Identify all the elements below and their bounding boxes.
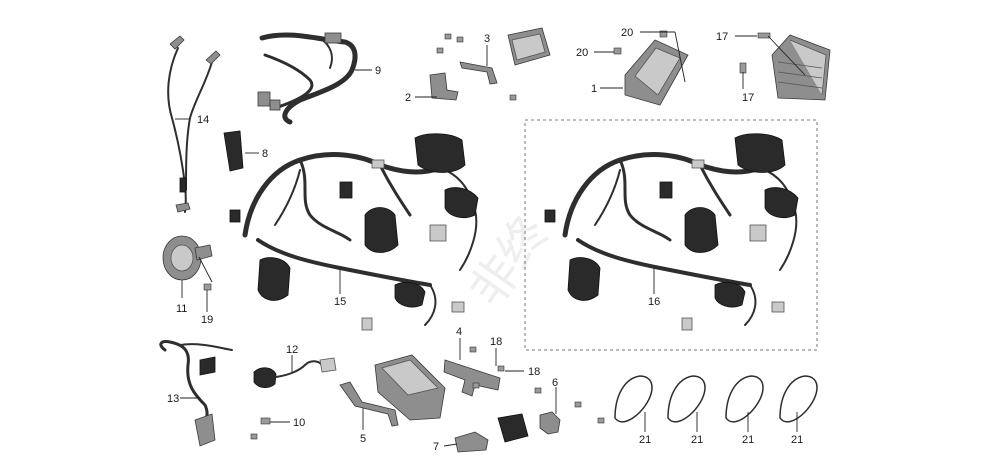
callout-3: 3 [484,33,490,45]
part-13-illustration [159,340,233,447]
part-8-illustration [223,130,244,172]
callout-21-a: 21 [639,434,651,446]
part-7-illustration [454,431,489,453]
part-5-illustration [339,381,399,427]
harness-16-dashed-box [524,119,818,351]
part-16-illustration [544,133,799,331]
part-12-illustration [253,357,337,388]
part-14-illustration [167,35,221,213]
callout-19: 19 [201,314,213,326]
callout-20-upper: 20 [621,27,633,39]
callout-1: 1 [591,83,597,95]
callout-8: 8 [262,148,268,160]
callout-9: 9 [375,65,381,77]
callout-17-lower: 17 [742,92,754,104]
callout-16: 16 [648,296,660,308]
part-21-ties [614,375,818,423]
part-17-illustration [739,32,831,101]
part-20-screws [613,30,668,55]
callout-labels: 14 9 8 11 19 2 3 1 20 20 17 17 15 16 13 … [167,27,803,453]
callout-4: 4 [456,326,462,338]
callout-6: 6 [552,377,558,389]
leader-lines [175,31,806,447]
callout-5: 5 [360,433,366,445]
callout-13: 13 [167,393,179,405]
callout-7: 7 [433,441,439,453]
part-2-illustration [429,72,459,101]
part-15-illustration [229,133,479,331]
watermark-hanzi: 非终 [459,206,560,317]
callout-2: 2 [405,92,411,104]
callout-21-c: 21 [742,434,754,446]
callout-14: 14 [197,114,209,126]
small-screws-top [436,33,517,101]
callout-12: 12 [286,344,298,356]
watermark: 非终 [459,206,560,317]
callout-17-upper: 17 [716,31,728,43]
center-module-illustration [374,354,446,421]
module-top-illustration [507,27,551,66]
callout-18-upper: 18 [490,336,502,348]
part-3-illustration [459,61,498,85]
callout-10: 10 [293,417,305,429]
callout-15: 15 [334,296,346,308]
part-6-illustration [534,387,605,435]
part-11-illustration [162,235,213,281]
part-10-illustration [250,417,271,440]
relay-block-illustration [497,413,529,443]
callout-21-b: 21 [691,434,703,446]
callout-11: 11 [176,303,187,315]
callout-21-d: 21 [791,434,803,446]
part-9-illustration [257,32,358,125]
callout-18-right: 18 [528,366,540,378]
part-4-illustration [443,346,505,397]
part-19-illustration [203,283,212,291]
callout-20-lower: 20 [576,47,588,59]
